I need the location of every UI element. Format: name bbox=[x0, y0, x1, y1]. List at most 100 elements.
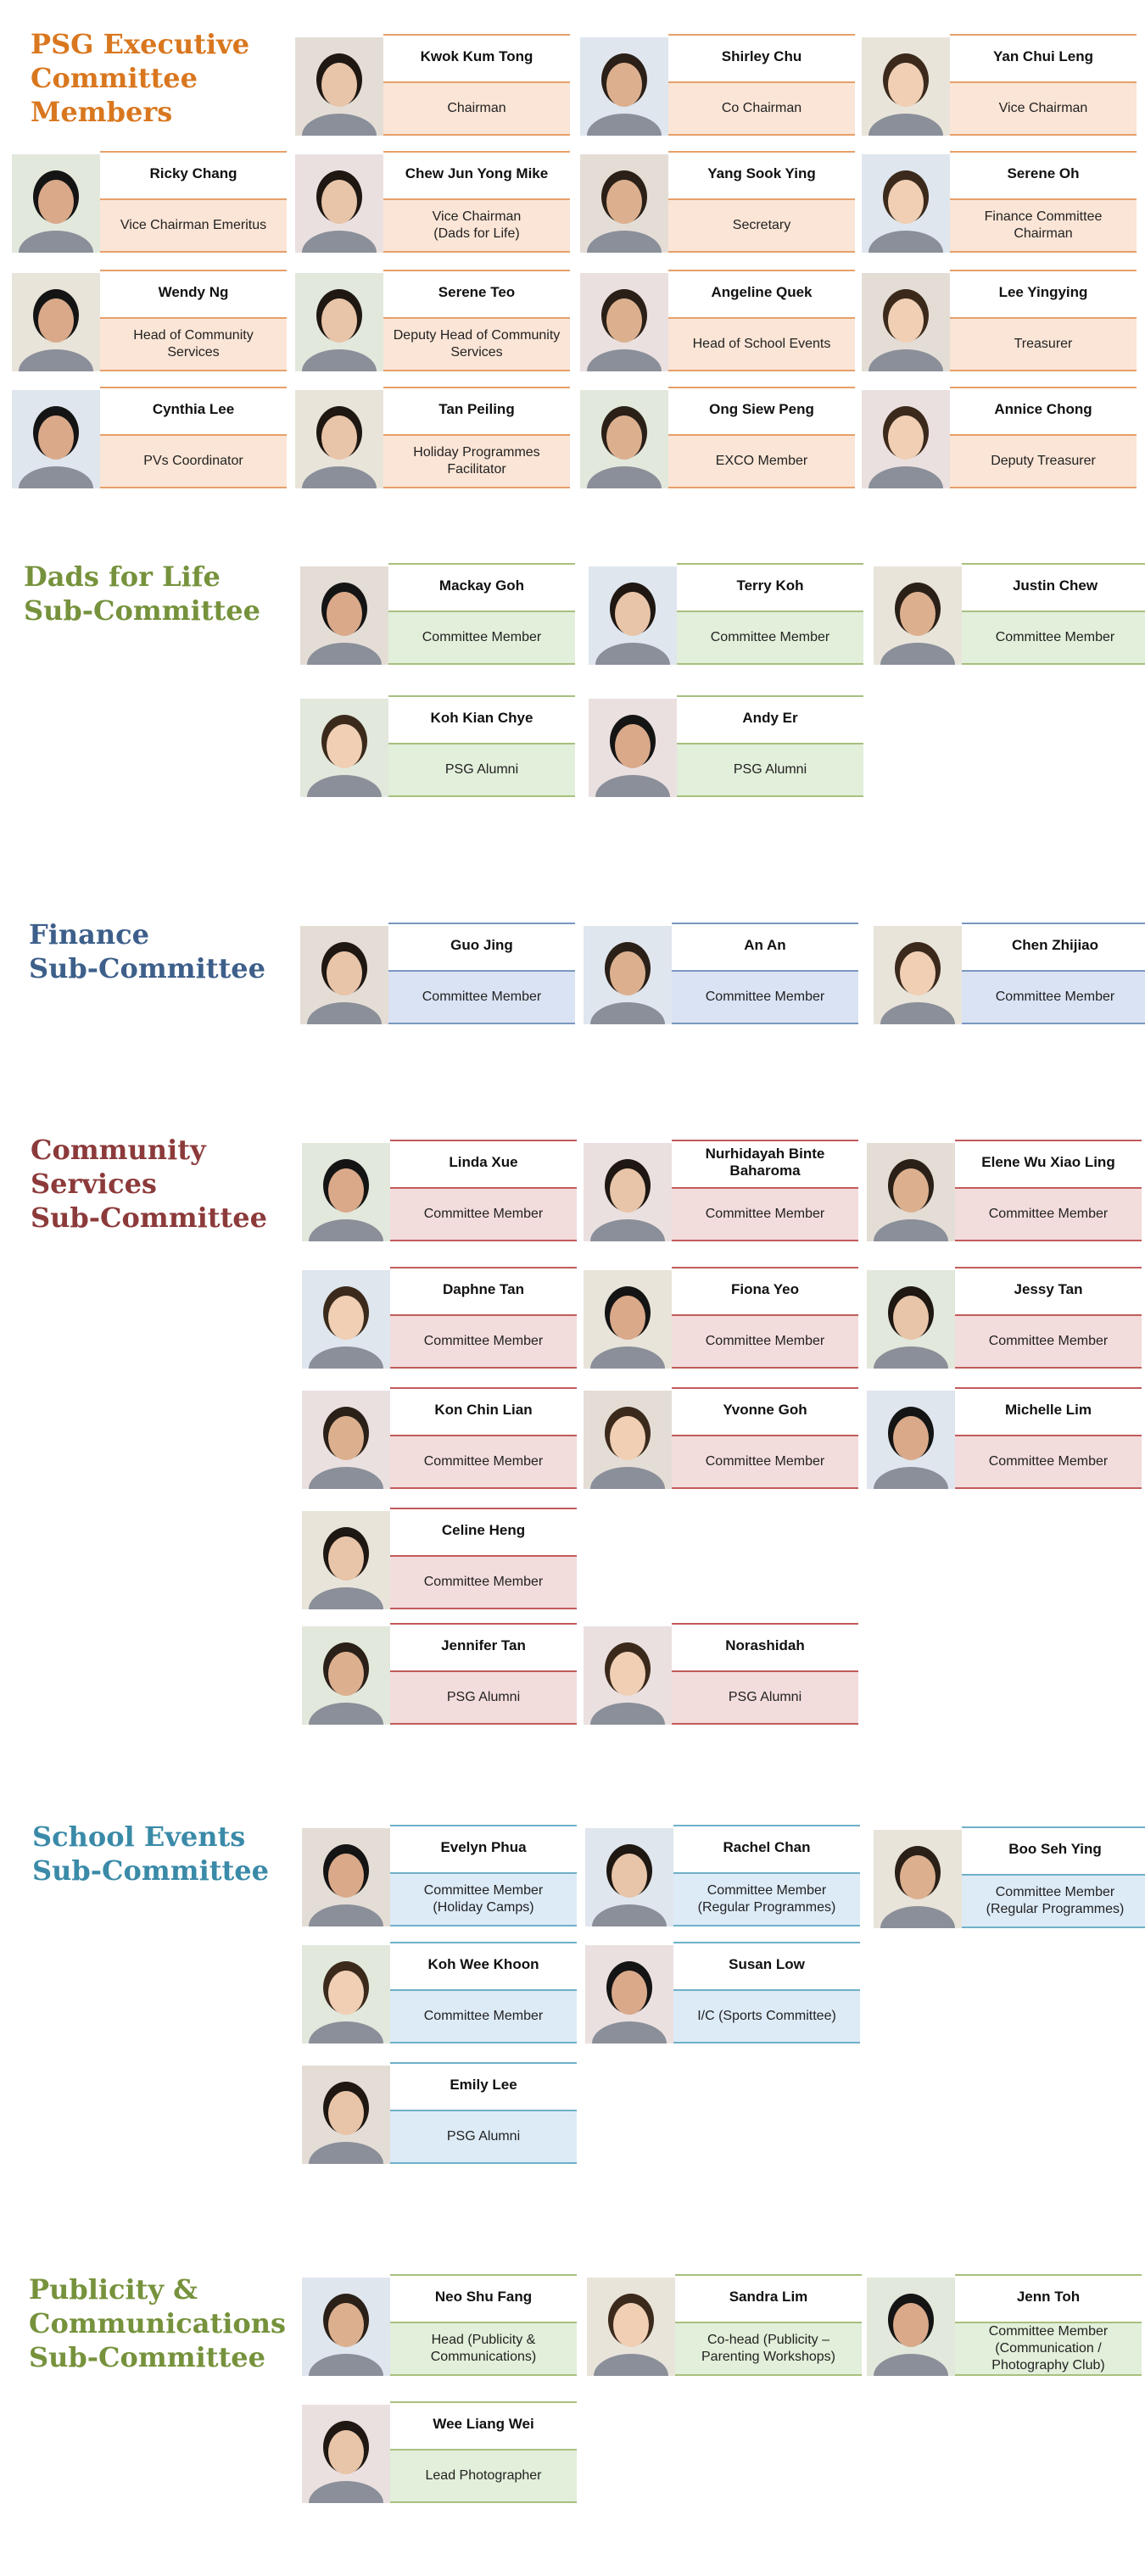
portrait-placeholder-icon bbox=[589, 566, 677, 665]
portrait-placeholder-icon bbox=[302, 1945, 390, 2044]
member-photo bbox=[589, 699, 677, 797]
member-role: PSG Alumni bbox=[388, 743, 575, 797]
member-photo bbox=[867, 1143, 955, 1241]
member-photo bbox=[862, 37, 950, 136]
member-photo bbox=[302, 1391, 390, 1489]
member-role: Committee Member bbox=[962, 970, 1145, 1024]
member-photo bbox=[302, 2405, 390, 2503]
member-card: Sandra Lim Co-head (Publicity – Parentin… bbox=[587, 2274, 862, 2376]
member-photo bbox=[585, 1945, 673, 2044]
member-card: Jessy Tan Committee Member bbox=[867, 1267, 1142, 1369]
member-card: Yvonne Goh Committee Member bbox=[584, 1387, 858, 1489]
portrait-placeholder-icon bbox=[580, 37, 668, 136]
member-name: Jennifer Tan bbox=[390, 1623, 577, 1667]
member-photo bbox=[584, 1143, 672, 1241]
portrait-placeholder-icon bbox=[584, 1626, 672, 1725]
portrait-placeholder-icon bbox=[867, 1391, 955, 1489]
member-card: Chew Jun Yong Mike Vice Chairman (Dads f… bbox=[295, 151, 570, 253]
member-photo bbox=[12, 154, 100, 253]
member-role: Treasurer bbox=[950, 317, 1137, 371]
member-name: Wee Liang Wei bbox=[390, 2401, 577, 2445]
member-photo bbox=[867, 1270, 955, 1369]
member-role: Co Chairman bbox=[668, 81, 855, 136]
member-name: Evelyn Phua bbox=[390, 1825, 577, 1869]
portrait-placeholder-icon bbox=[300, 699, 388, 797]
member-name: Linda Xue bbox=[390, 1140, 577, 1184]
member-card: Cynthia Lee PVs Coordinator bbox=[12, 387, 287, 488]
member-card: Serene Oh Finance Committee Chairman bbox=[862, 151, 1137, 253]
member-name: Michelle Lim bbox=[955, 1387, 1142, 1431]
portrait-placeholder-icon bbox=[584, 1270, 672, 1369]
portrait-placeholder-icon bbox=[295, 154, 383, 253]
member-role: Co-head (Publicity – Parenting Workshops… bbox=[675, 2322, 862, 2376]
member-photo bbox=[862, 390, 950, 488]
member-role: Deputy Head of Community Services bbox=[383, 317, 570, 371]
portrait-placeholder-icon bbox=[300, 566, 388, 665]
member-role: Committee Member bbox=[955, 1187, 1142, 1241]
member-name: Jessy Tan bbox=[955, 1267, 1142, 1311]
portrait-placeholder-icon bbox=[862, 390, 950, 488]
member-photo bbox=[584, 1391, 672, 1489]
member-role: Committee Member bbox=[672, 1314, 858, 1369]
member-name: Tan Peiling bbox=[383, 387, 570, 431]
member-card: Angeline Quek Head of School Events bbox=[580, 270, 855, 371]
member-role: Committee Member bbox=[390, 1989, 577, 2044]
member-card: Justin Chew Committee Member bbox=[874, 563, 1145, 665]
member-photo bbox=[302, 1143, 390, 1241]
member-name: Koh Wee Khoon bbox=[390, 1942, 577, 1986]
member-name: Andy Er bbox=[677, 695, 863, 739]
member-role: Committee Member bbox=[390, 1555, 577, 1609]
portrait-placeholder-icon bbox=[295, 273, 383, 371]
member-photo bbox=[300, 926, 388, 1024]
member-card: Shirley Chu Co Chairman bbox=[580, 34, 855, 136]
member-card: Neo Shu Fang Head (Publicity & Communica… bbox=[302, 2274, 577, 2376]
member-name: Terry Koh bbox=[677, 563, 863, 607]
member-photo bbox=[584, 1270, 672, 1369]
member-photo bbox=[302, 1828, 390, 1926]
member-photo bbox=[302, 1626, 390, 1725]
portrait-placeholder-icon bbox=[584, 1143, 672, 1241]
member-role: Committee Member bbox=[390, 1187, 577, 1241]
member-card: Wee Liang Wei Lead Photographer bbox=[302, 2401, 577, 2503]
section-title-school: School Events Sub-Committee bbox=[32, 1820, 269, 1887]
member-card: Yan Chui Leng Vice Chairman bbox=[862, 34, 1137, 136]
portrait-placeholder-icon bbox=[580, 273, 668, 371]
member-photo bbox=[585, 1828, 673, 1926]
member-role: PVs Coordinator bbox=[100, 434, 287, 488]
member-photo bbox=[580, 390, 668, 488]
member-role: Chairman bbox=[383, 81, 570, 136]
portrait-placeholder-icon bbox=[302, 2066, 390, 2164]
member-photo bbox=[584, 926, 672, 1024]
member-name: Serene Teo bbox=[383, 270, 570, 314]
member-name: Guo Jing bbox=[388, 923, 575, 967]
member-card: Andy Er PSG Alumni bbox=[589, 695, 863, 797]
member-card: Elene Wu Xiao Ling Committee Member bbox=[867, 1140, 1142, 1241]
member-card: Celine Heng Committee Member bbox=[302, 1508, 577, 1609]
portrait-placeholder-icon bbox=[862, 154, 950, 253]
member-card: Koh Wee Khoon Committee Member bbox=[302, 1942, 577, 2044]
section-title-finance: Finance Sub-Committee bbox=[29, 918, 265, 984]
member-name: Cynthia Lee bbox=[100, 387, 287, 431]
member-name: Daphne Tan bbox=[390, 1267, 577, 1311]
member-card: Evelyn Phua Committee Member (Holiday Ca… bbox=[302, 1825, 577, 1926]
member-name: Chen Zhijiao bbox=[962, 923, 1145, 967]
member-role: Committee Member (Holiday Camps) bbox=[390, 1872, 577, 1926]
member-role: Committee Member bbox=[672, 1435, 858, 1489]
member-photo bbox=[295, 37, 383, 136]
member-card: Wendy Ng Head of Community Services bbox=[12, 270, 287, 371]
member-photo bbox=[874, 1830, 962, 1928]
portrait-placeholder-icon bbox=[295, 390, 383, 488]
member-role: PSG Alumni bbox=[390, 1670, 577, 1725]
member-photo bbox=[580, 37, 668, 136]
member-role: Committee Member bbox=[388, 611, 575, 665]
member-name: Ong Siew Peng bbox=[668, 387, 855, 431]
member-photo bbox=[300, 566, 388, 665]
member-role: Vice Chairman (Dads for Life) bbox=[383, 198, 570, 253]
member-photo bbox=[302, 1270, 390, 1369]
member-name: An An bbox=[672, 923, 858, 967]
portrait-placeholder-icon bbox=[874, 926, 962, 1024]
member-photo bbox=[867, 1391, 955, 1489]
member-card: Linda Xue Committee Member bbox=[302, 1140, 577, 1241]
member-photo bbox=[302, 2278, 390, 2376]
member-name: Fiona Yeo bbox=[672, 1267, 858, 1311]
